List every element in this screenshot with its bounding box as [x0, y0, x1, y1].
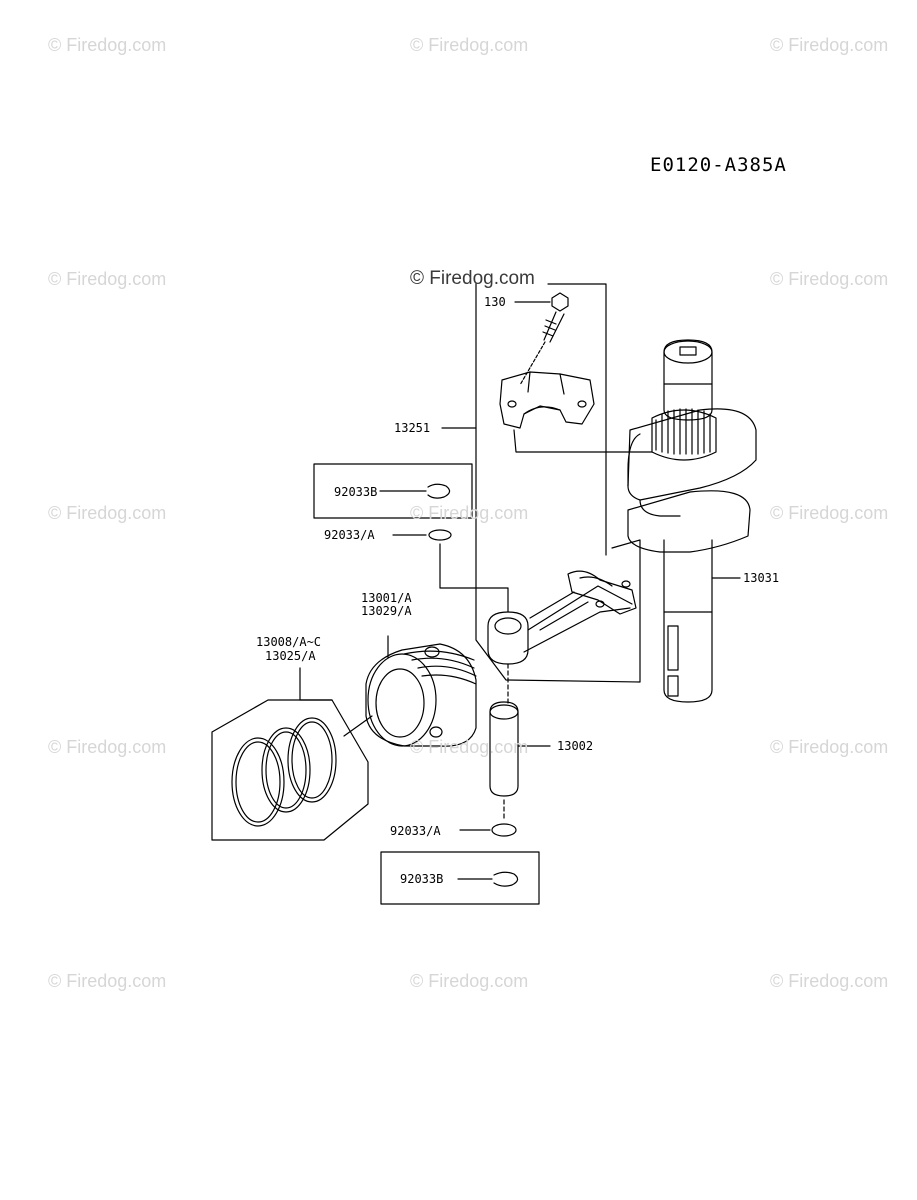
clip-top — [392, 529, 452, 541]
label-connecting-rod-assembly: 13251 — [394, 421, 431, 435]
label-crankshaft: 13031 — [743, 571, 780, 585]
piston — [365, 635, 477, 747]
bolt-130 — [514, 292, 569, 386]
label-piston-line2: 13029/A — [361, 604, 412, 618]
clip-top-boxed — [313, 463, 473, 519]
piston-pin-13002 — [489, 701, 551, 819]
label-clip-bottom: 92033/A — [390, 824, 441, 838]
label-piston-line1: 13001/A — [361, 591, 412, 605]
label-rings-line2: 13025/A — [265, 649, 316, 663]
label-clip-boxed-top: 92033B — [334, 485, 378, 499]
connecting-rod-assembly-bracket — [441, 283, 641, 683]
piston-rings — [211, 667, 373, 841]
label-bolt: 130 — [484, 295, 506, 309]
clip-bottom-boxed — [380, 851, 540, 905]
label-rings-line1: 13008/A~C — [256, 635, 322, 649]
clip-bottom — [459, 823, 517, 837]
rod-cap — [499, 371, 595, 429]
connecting-rod — [487, 570, 637, 665]
crankshaft-13031 — [627, 339, 757, 703]
label-clip-top: 92033/A — [324, 528, 375, 542]
label-clip-boxed-bottom: 92033B — [400, 872, 444, 886]
label-piston-pin: 13002 — [557, 739, 594, 753]
diagram-code: E0120-A385A — [650, 154, 787, 176]
